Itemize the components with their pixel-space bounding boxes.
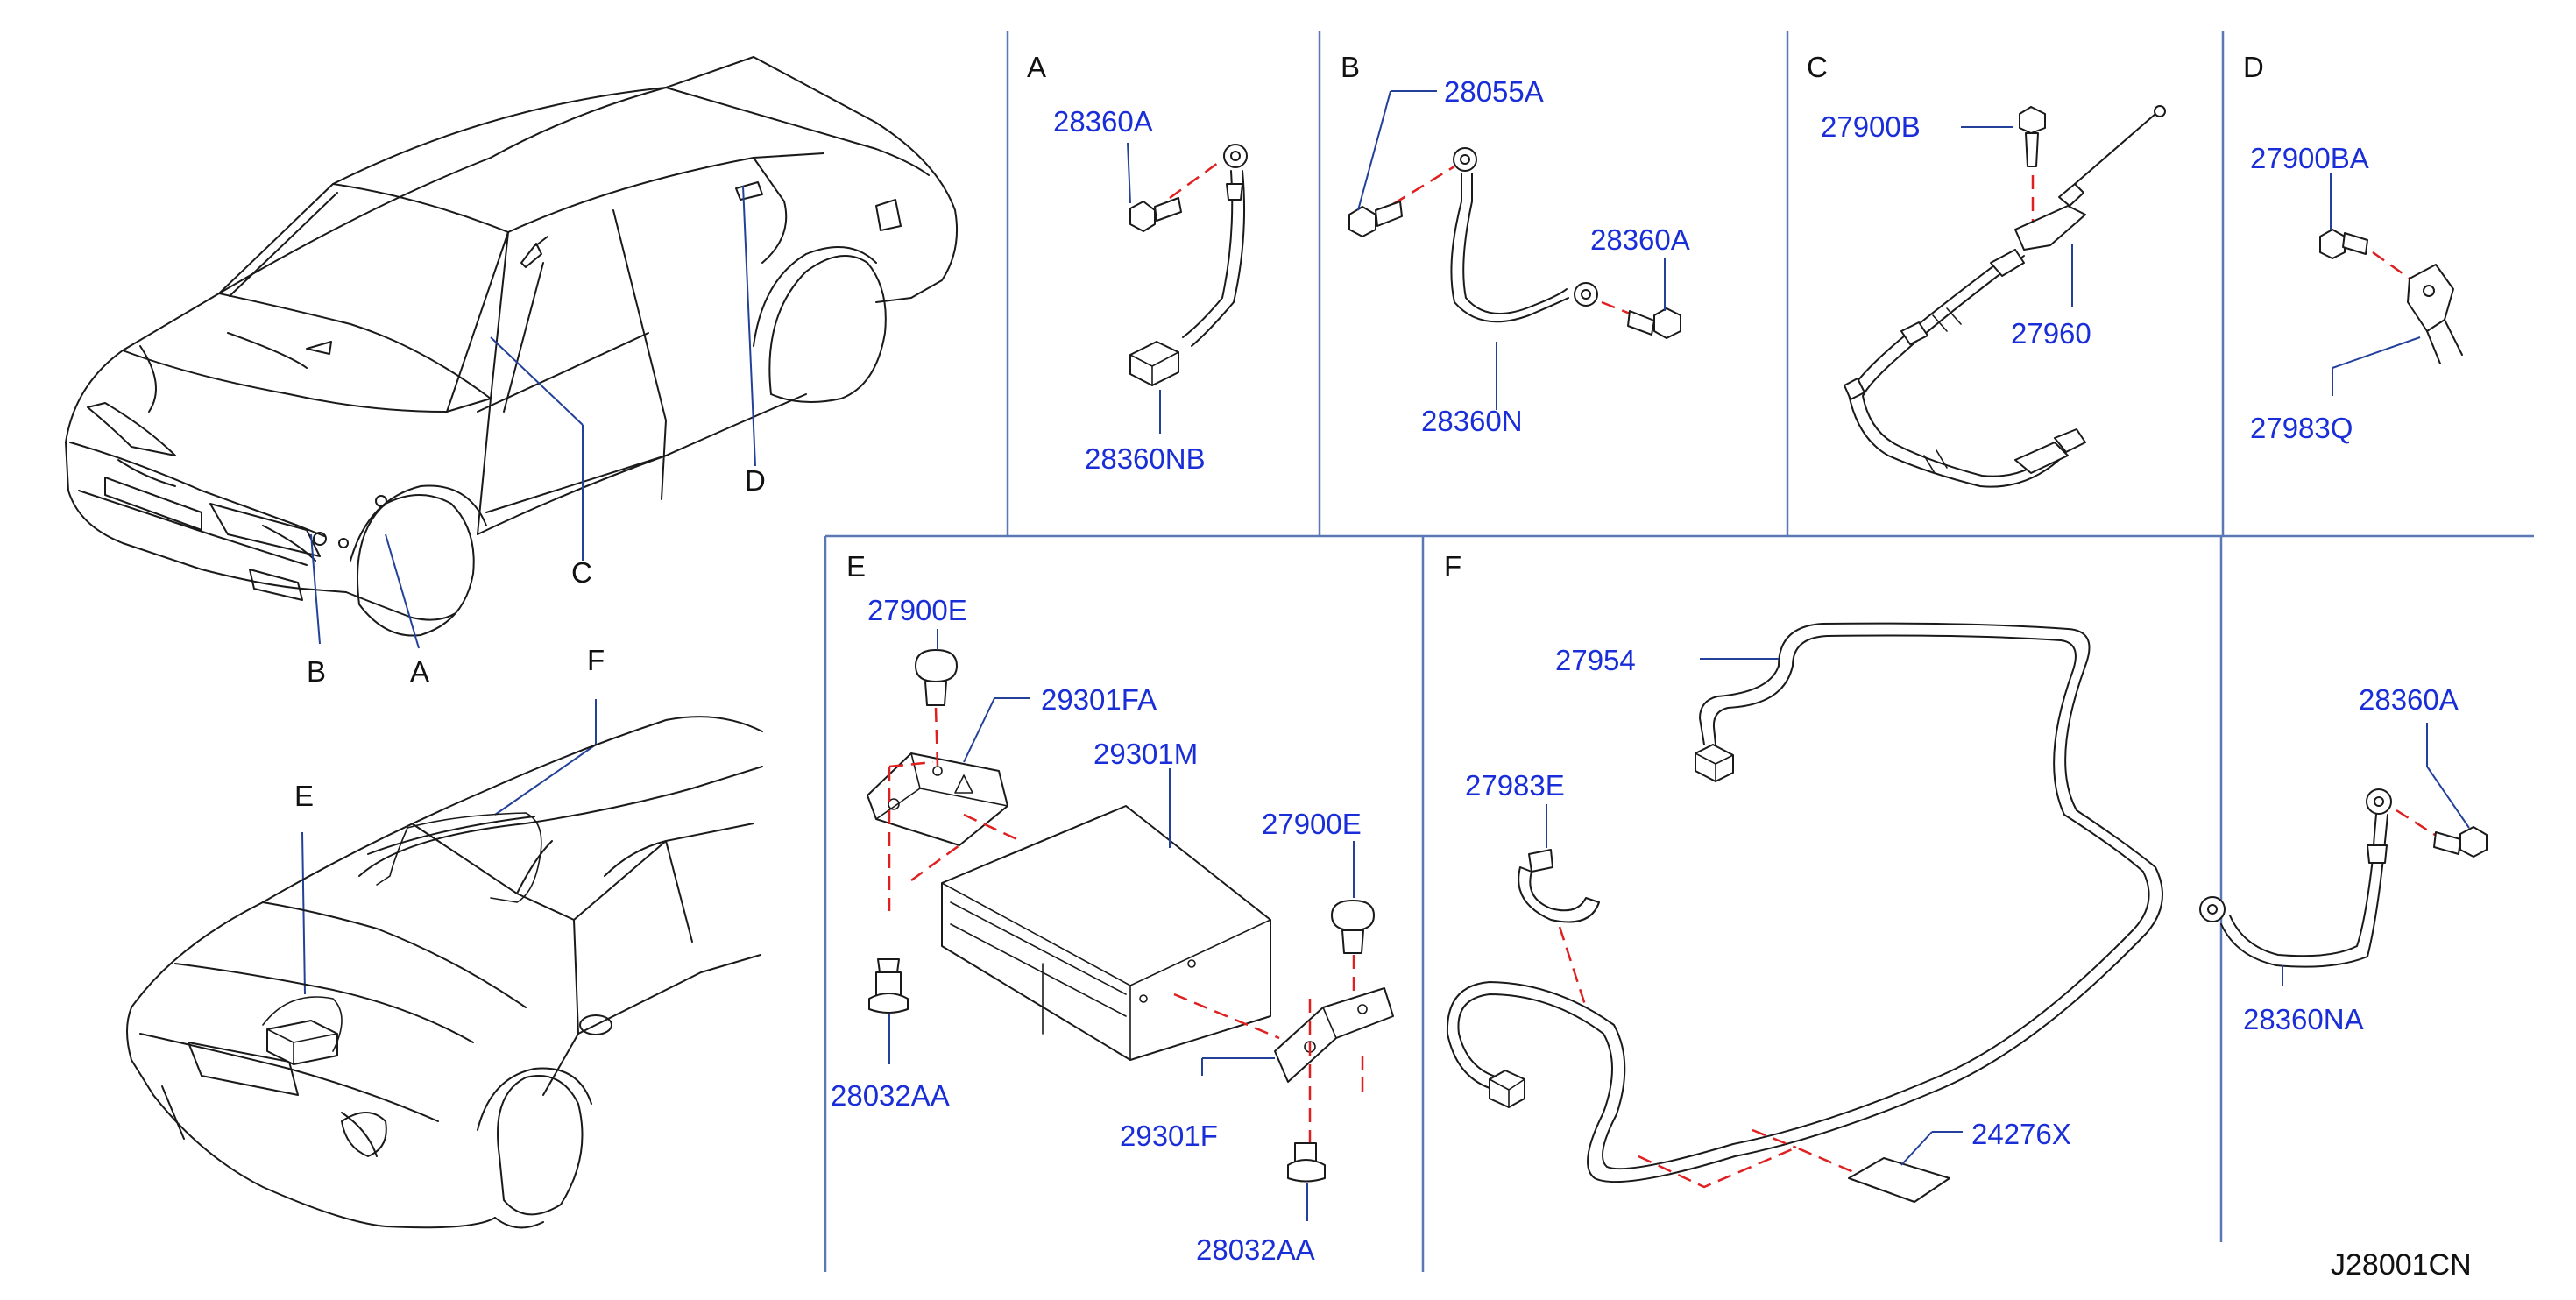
part-label: 28055A <box>1444 75 1544 108</box>
section-b-letter: B <box>1341 51 1360 83</box>
part-label: 27900B <box>1821 110 1921 143</box>
part-label: 28032AA <box>831 1079 950 1112</box>
car-front-illustration <box>65 56 959 637</box>
part-label: 27900BA <box>2250 142 2369 174</box>
callout-e: E <box>294 780 314 812</box>
section-b-leaders <box>1357 90 1666 410</box>
part-label: 29301FA <box>1041 683 1157 716</box>
part-label: 28360N <box>1421 405 1523 437</box>
section-a-letter: A <box>1027 51 1046 83</box>
car-rear-illustration <box>126 716 763 1229</box>
section-e-letter: E <box>846 550 866 583</box>
section-a-leaders <box>1127 142 1161 434</box>
section-e-illustration <box>867 649 1394 1183</box>
callout-b: B <box>307 655 326 688</box>
callout-c: C <box>571 556 592 589</box>
section-c-letter: C <box>1807 51 1828 83</box>
section-a-illustration <box>1129 144 1248 386</box>
part-label: 24276X <box>1971 1118 2071 1150</box>
part-label: 27900E <box>1262 808 1362 840</box>
section-d-illustration <box>2319 229 2463 364</box>
part-label: 29301F <box>1120 1120 1218 1152</box>
section-d-leaders <box>2330 173 2421 396</box>
part-label: 27983E <box>1465 769 1565 802</box>
part-label: 27900E <box>867 594 967 626</box>
part-label: 28360A <box>1053 105 1153 138</box>
section-b-illustration <box>1348 147 1681 339</box>
panel-separators <box>824 31 2534 1272</box>
overview-leaders <box>301 185 756 995</box>
callout-a: A <box>410 655 429 688</box>
section-c-illustration <box>1844 105 2166 488</box>
section-f-leaders <box>1546 658 1963 1166</box>
section-letters: A B C D E F <box>846 51 2264 583</box>
diagram-code: J28001CN <box>2331 1248 2472 1282</box>
section-f-illustration <box>1446 622 2163 1203</box>
part-label: 28360NB <box>1085 442 1206 475</box>
overview-callouts: B A C D E F <box>294 464 766 812</box>
part-label: 28360A <box>1590 223 1690 256</box>
section-g-leaders <box>2282 723 2470 986</box>
part-label: 29301M <box>1093 738 1198 770</box>
part-label: 28032AA <box>1196 1233 1315 1266</box>
part-label: 28360NA <box>2243 1003 2364 1035</box>
part-number-labels: 28360A 28360NB 28055A 28360A 28360N 2790… <box>831 75 2459 1266</box>
part-label: 28360A <box>2359 683 2459 716</box>
callout-d: D <box>745 464 766 497</box>
section-c-leaders <box>1961 126 2073 307</box>
section-f-letter: F <box>1444 550 1461 583</box>
part-label: 27983Q <box>2250 412 2353 444</box>
section-e-leaders <box>888 629 1355 1221</box>
callout-f: F <box>587 644 605 676</box>
part-label: 27960 <box>2011 317 2091 350</box>
part-label: 27954 <box>1555 644 1636 676</box>
section-g-illustration <box>2199 788 2488 968</box>
section-d-letter: D <box>2243 51 2264 83</box>
